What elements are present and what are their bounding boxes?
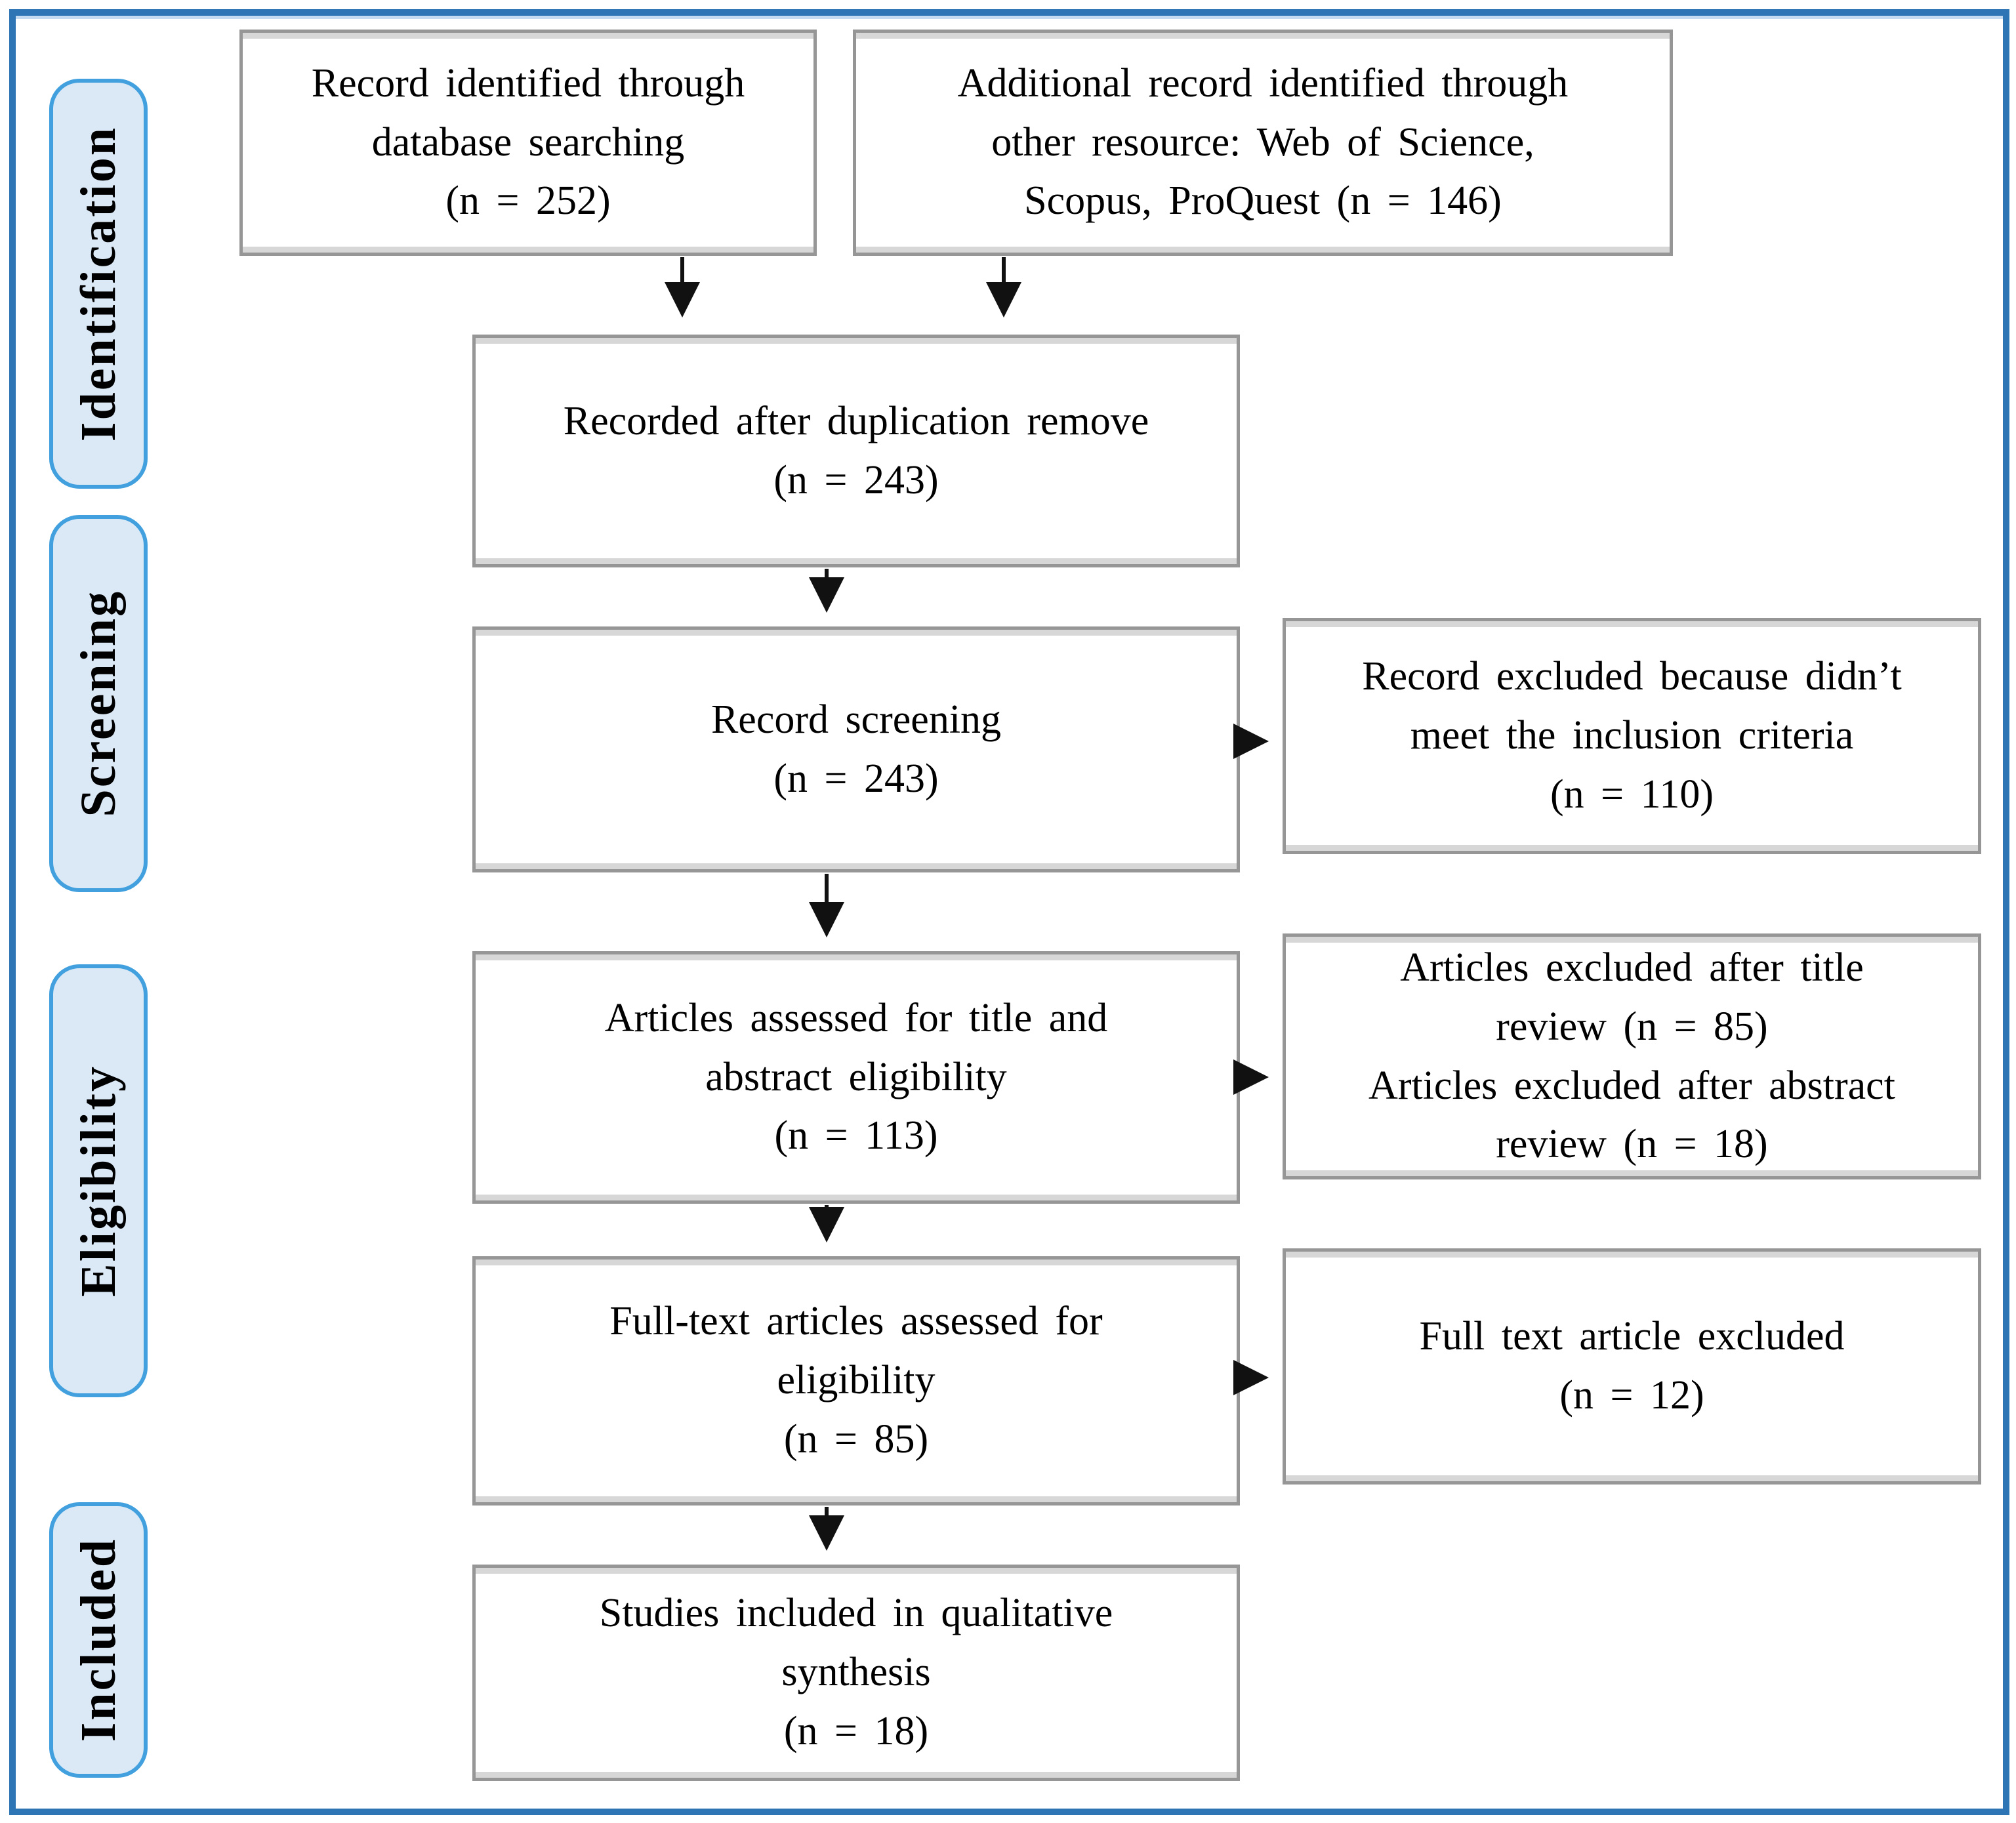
flow-box-studies-included-text: Studies included in qualitative synthesi…	[599, 1591, 1113, 1753]
flow-box-additional-records: Additional record identified through oth…	[853, 30, 1673, 256]
flow-box-after-duplication-removed-text: Recorded after duplication remove (n = 2…	[563, 398, 1149, 502]
flow-box-records-excluded-text: Record excluded because didn’t meet the …	[1362, 654, 1902, 817]
flow-box-title-abstract-assessed-text: Articles assessed for title and abstract…	[604, 995, 1108, 1158]
flow-box-fulltext-excluded-text: Full text article excluded (n = 12)	[1419, 1314, 1845, 1418]
flow-box-title-abstract-assessed: Articles assessed for title and abstract…	[472, 951, 1240, 1204]
flow-box-record-screening: Record screening (n = 243)	[472, 626, 1240, 872]
stage-screening: Screening	[49, 515, 148, 892]
flow-box-records-identified-text: Record identified through database searc…	[311, 60, 745, 224]
flow-box-fulltext-assessed-text: Full-text articles assessed for eligibil…	[609, 1299, 1103, 1462]
flow-box-records-identified: Record identified through database searc…	[239, 30, 817, 256]
flow-box-fulltext-excluded: Full text article excluded (n = 12)	[1283, 1248, 1981, 1485]
flow-box-after-duplication-removed: Recorded after duplication remove (n = 2…	[472, 335, 1240, 567]
flow-box-studies-included: Studies included in qualitative synthesi…	[472, 1565, 1240, 1781]
flow-box-record-screening-text: Record screening (n = 243)	[710, 697, 1002, 801]
flow-box-articles-excluded-title-abstract: Articles excluded after title review (n …	[1283, 933, 1981, 1179]
flow-box-records-excluded: Record excluded because didn’t meet the …	[1283, 618, 1981, 854]
flow-box-articles-excluded-title-abstract-text: Articles excluded after title review (n …	[1368, 945, 1895, 1167]
stage-eligibility: Eligibility	[49, 964, 148, 1397]
stage-identification-label: Identification	[70, 125, 126, 442]
flow-box-additional-records-text: Additional record identified through oth…	[957, 60, 1569, 224]
stage-included: Included	[49, 1502, 148, 1778]
stage-eligibility-label: Eligibility	[70, 1065, 126, 1297]
stage-included-label: Included	[70, 1538, 126, 1742]
stage-identification: Identification	[49, 79, 148, 489]
outer-frame	[9, 9, 2009, 1815]
stage-screening-label: Screening	[70, 590, 126, 817]
flow-box-fulltext-assessed: Full-text articles assessed for eligibil…	[472, 1256, 1240, 1506]
